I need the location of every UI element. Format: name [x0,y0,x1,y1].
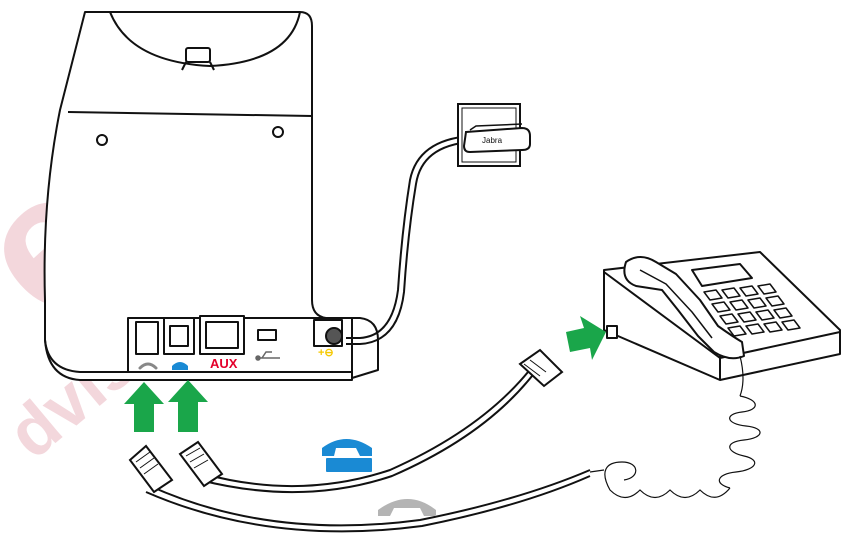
desk-phone [604,252,840,380]
phone-line-cable [200,372,532,492]
wall-socket [458,104,530,166]
mount-hole-left [97,135,107,145]
rj-plug-phone [520,350,562,386]
power-symbol: +⊖ [318,347,334,359]
wall-plug-label: Jabra [482,136,503,145]
base-clip [186,48,210,62]
port-handset [136,322,158,354]
blue-desk-phone-icon [322,439,372,472]
power-cable [346,136,470,344]
aux-label: AUX [210,356,238,371]
port-usb [258,330,276,340]
arrow-to-phone [566,316,606,360]
arrow-up-right [168,380,208,432]
rj-plug-left [130,446,172,492]
gray-handset-icon [378,499,436,516]
mount-hole-right [273,127,283,137]
base-station [45,12,378,380]
rj-plug-right [180,442,222,486]
